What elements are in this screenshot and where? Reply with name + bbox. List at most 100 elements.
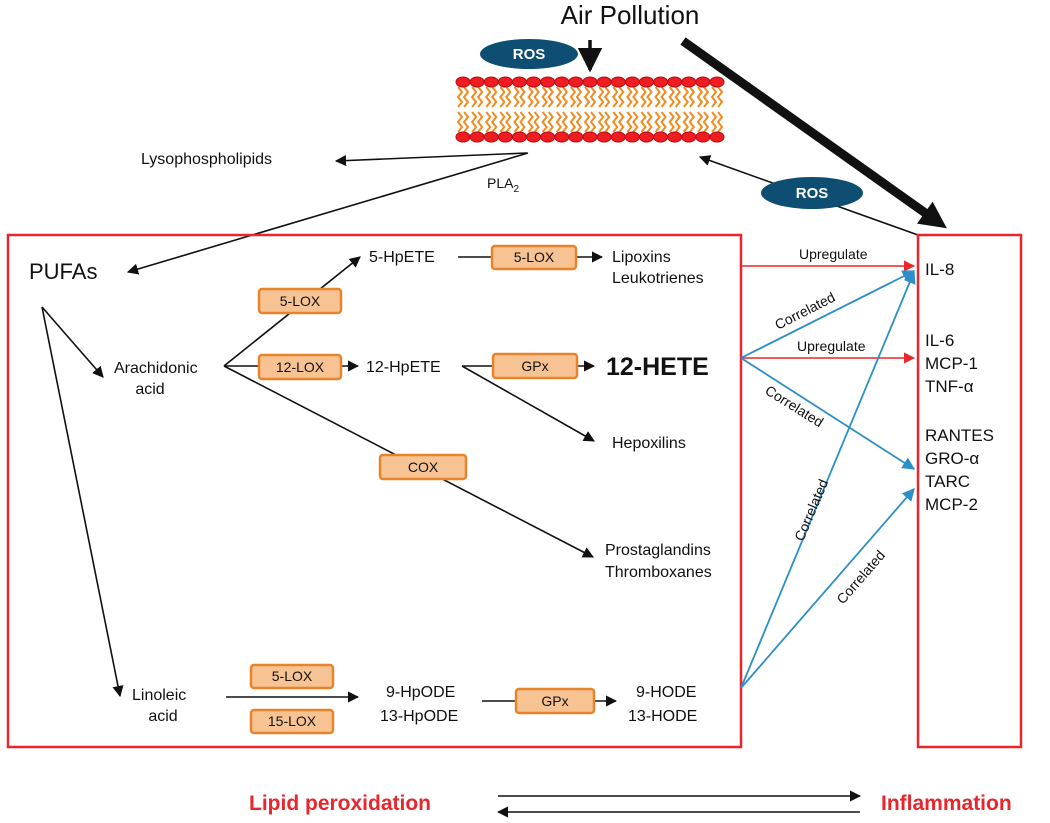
ros-top-label: ROS [513,46,546,63]
membrane-lipid-head [554,131,570,143]
membrane-lipid-tail [682,86,690,108]
inflammation-title: Inflammation [881,792,1012,815]
tnf-alpha-label: TNF-α [925,377,974,396]
leukotrienes-label: Leukotrienes [612,270,704,287]
membrane-lipid-tail [533,86,540,108]
membrane-lipid-head [695,131,711,143]
membrane-lipid-tail [519,111,526,133]
ros-right-oval: ROS [761,177,863,209]
membrane-lipid-tail [490,86,498,108]
thromboxanes-label: Thromboxanes [605,564,712,581]
enzyme-gpx-hete-label: GPx [521,358,548,374]
membrane-lipid-tail [611,86,619,108]
membrane-lipid-tail [702,111,710,133]
pufas-to-linoleic-arrow [41,306,124,698]
correlated-12hete-il8-arrow [740,270,916,359]
correlated-hode-il8-arrow [740,270,916,689]
membrane-lipid-tail [547,111,554,133]
membrane-lipid-head [667,131,683,143]
membrane-lipid-tail [583,111,591,133]
membrane-lipid-tail [490,111,498,133]
membrane-lipid-tail [513,86,520,108]
air-pollution-label: Air Pollution [561,0,700,30]
membrane-lipid-tail [710,86,718,108]
membrane-lipid-head [709,131,725,143]
membrane-lipid-head [483,131,499,143]
membrane-lipid-head [610,131,626,143]
membrane-lipid-head [653,131,669,143]
membrane-lipid-tail [561,86,569,108]
membrane-lipid-tail [668,111,675,133]
membrane-lipid-tail [640,111,647,133]
membrane-lipid-head [469,131,485,143]
membrane-lipid-tail [533,111,540,133]
enzyme-cox-label: COX [408,459,439,475]
membrane-lipid-tail [484,111,492,133]
membrane-lipid-tail [527,111,534,133]
membrane-lipid-tail [611,111,619,133]
membrane-lipid-tail [513,111,520,133]
il-8-label: IL-8 [925,260,954,279]
membrane-lipid-tail [603,111,611,133]
membrane-lipid-head [624,76,640,88]
membrane-lipid-head [554,76,570,88]
membrane-lipid-tail [505,111,512,133]
membrane-lipid-tail [617,86,625,108]
enzyme-5-lox-upper: 5-LOX [257,287,343,315]
9-hpode-label: 9-HpODE [386,684,455,701]
enzyme-15-lox-linoleic-label: 15-LOX [268,713,317,729]
membrane-lipid-tail [575,86,583,108]
membrane-lipid-tail [456,111,464,133]
membrane-lipid-tail [589,111,597,133]
membrane-lipid-head [610,76,626,88]
membrane-lipid-tail [547,86,554,108]
pla2-label: PLA2 [487,175,519,195]
membrane-lipid-tail [674,86,681,108]
enzyme-gpx-hete: GPx [491,352,579,380]
membrane-lipid-head [681,131,697,143]
9-hode-label: 9-HODE [636,684,696,701]
membrane-lipid-tail [632,111,639,133]
membrane-lipid-tail [470,111,478,133]
membrane-lipid-head [638,76,654,88]
membrane-lipid-tail [597,111,605,133]
12hpete-to-hepoxilins-arrow [461,365,595,442]
correlated-label-3: Correlated [791,477,831,543]
membrane-lipid-tail [696,111,704,133]
membrane-lipid-tail [617,111,625,133]
membrane-lipid-tail [688,111,696,133]
membrane-lipid-tail [716,111,724,133]
membrane-lipid-tail [646,111,653,133]
membrane-lipid-head [638,131,654,143]
membrane-lipid-head [582,131,598,143]
12-hete-label: 12-HETE [606,353,709,381]
lipoxins-label: Lipoxins [612,249,671,266]
membrane-lipid-head [624,131,640,143]
membrane-lipid-tail [541,111,548,133]
membrane-lipid-tail [575,111,583,133]
membrane-lipid-tail [632,86,639,108]
rantes-label: RANTES [925,426,994,445]
membrane-lipid-head [483,76,499,88]
membrane-lipid-tail [583,86,591,108]
enzyme-gpx-hode: GPx [514,687,596,715]
membrane-lipid-tail [589,86,597,108]
membrane-lipid-head [455,131,471,143]
lipid-peroxidation-box [6,233,743,749]
membrane-lipid-tail [541,86,548,108]
membrane-lipid-head [653,76,669,88]
membrane-lipid-tail [688,86,696,108]
membrane-lipid-tail [470,86,478,108]
membrane-lipid-head [667,76,683,88]
membrane-lipid-tail [505,86,512,108]
correlated-label-4: Correlated [833,547,888,607]
membrane-to-lysophospholipids-arrow [334,152,528,167]
membrane-lipid-tail [654,111,661,133]
membrane-lipid-tail [462,86,470,108]
membrane-lipid-tail [499,111,506,133]
membrane-lipid-head [526,131,542,143]
membrane-lipid-tail [654,86,661,108]
enzyme-12-lox: 12-LOX [257,353,343,381]
